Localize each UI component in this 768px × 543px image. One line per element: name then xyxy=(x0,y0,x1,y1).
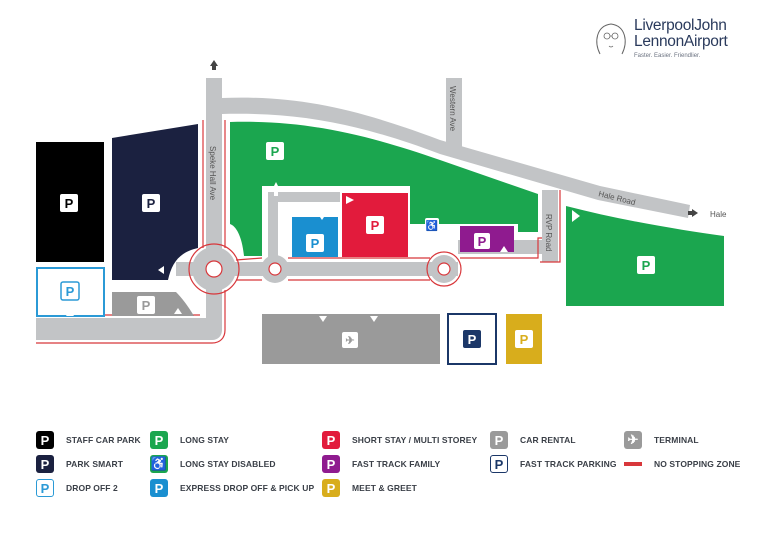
airport-logo: LiverpoolJohn LennonAirport Faster. Easi… xyxy=(592,14,762,64)
long-stay-north-p-icon xyxy=(266,142,284,160)
arrow-down-icon-terminal-2 xyxy=(370,316,378,322)
long-stay-legend-icon: P xyxy=(150,431,168,449)
hale-arrow-icon xyxy=(688,209,698,217)
airplane-icon: ✈ xyxy=(345,335,354,347)
long-stay-east-p-icon xyxy=(637,256,655,274)
parking-badges: P P P P P P P P P P P ♿ ✈ xyxy=(60,142,655,348)
logo-line-1: LiverpoolJohn xyxy=(634,17,727,34)
drop-off-p-icon xyxy=(60,281,80,301)
arrow-right-large-icon xyxy=(572,210,580,222)
legend-item-car-rental: P CAR RENTAL xyxy=(490,430,576,450)
arrow-up-icon-family xyxy=(500,246,508,252)
speke-hall-ave-label: Speke Hall Ave xyxy=(208,146,217,201)
fast-track-family-legend-icon: P xyxy=(322,455,340,473)
legend-label: SHORT STAY / MULTI STOREY xyxy=(352,435,478,445)
drop-off-2-legend-icon: P xyxy=(36,479,54,497)
legend-item-meet-greet: P MEET & GREET xyxy=(322,478,417,498)
legend-label: CAR RENTAL xyxy=(520,435,576,445)
logo-tagline: Faster. Easier. Friendlier. xyxy=(634,53,701,59)
legend-item-terminal: ✈ TERMINAL xyxy=(624,430,699,450)
hale-direction-label: Hale xyxy=(710,210,727,219)
roundabout-islands xyxy=(205,260,451,278)
legend-label: FAST TRACK PARKING xyxy=(520,459,617,469)
long-stay-disabled-legend-icon: ♿ xyxy=(150,455,168,473)
park-smart-p-icon xyxy=(142,194,160,212)
hale-road xyxy=(222,97,690,218)
fast-track-family-p-text: P xyxy=(478,234,487,249)
arrow-right-icon xyxy=(346,196,354,204)
legend-label: TERMINAL xyxy=(654,435,699,445)
park-smart-legend-icon: P xyxy=(36,455,54,473)
legend-item-fast-track-parking: P FAST TRACK PARKING xyxy=(490,454,617,474)
express-p-icon xyxy=(306,234,324,252)
legend-label: MEET & GREET xyxy=(352,483,417,493)
car-rental-p-text: P xyxy=(142,298,151,313)
long-stay-area-north[interactable] xyxy=(230,121,538,256)
drop-off-p-text: P xyxy=(66,284,75,299)
meet-greet-p-text: P xyxy=(520,332,529,347)
john-lennon-face-icon xyxy=(596,23,626,55)
fast-track-family-p-icon xyxy=(474,233,490,249)
fast-track-p-icon xyxy=(463,330,481,348)
legend-item-long-stay-disabled: ♿ LONG STAY DISABLED xyxy=(150,454,276,474)
staff-p-text: P xyxy=(65,196,74,211)
legend-label: DROP OFF 2 xyxy=(66,483,118,493)
western-ave-label: Western Ave xyxy=(448,86,457,132)
legend-label: LONG STAY DISABLED xyxy=(180,459,276,469)
legend-item-staff: P STAFF CAR PARK xyxy=(36,430,141,450)
legend-item-fast-track-family: P FAST TRACK FAMILY xyxy=(322,454,440,474)
terminal-icon-bg xyxy=(342,332,358,348)
legend-label: NO STOPPING ZONE xyxy=(654,459,741,469)
short-stay-p-text: P xyxy=(371,218,380,233)
legend-label: FAST TRACK FAMILY xyxy=(352,459,441,469)
arrow-down-icon-terminal-1 xyxy=(319,316,327,322)
legend-item-drop-off-2: P DROP OFF 2 xyxy=(36,478,118,498)
external-arrows xyxy=(210,60,698,217)
legend-label: EXPRESS DROP OFF & PICK UP xyxy=(180,483,315,493)
legend-item-express: P EXPRESS DROP OFF & PICK UP xyxy=(150,478,314,498)
arrow-up-icon-dropoff xyxy=(66,310,74,316)
western-ave-road xyxy=(446,78,462,148)
terminal-access-road xyxy=(176,262,458,276)
internal-spur-road xyxy=(268,192,278,266)
arrow-up-icon-rental xyxy=(174,308,182,314)
park-smart-p-text: P xyxy=(147,196,156,211)
internal-spur-horizontal xyxy=(268,192,340,202)
rvp-road-label: RVP Road xyxy=(544,214,553,252)
no-stopping-legend-icon xyxy=(624,462,642,466)
legend-item-no-stopping: NO STOPPING ZONE xyxy=(624,454,740,474)
express-p-text: P xyxy=(311,236,320,251)
logo-line-2: LennonAirport xyxy=(634,33,728,50)
legend-label: PARK SMART xyxy=(66,459,124,469)
disabled-icon: ♿ xyxy=(426,219,438,232)
arrow-down-icon xyxy=(318,214,326,220)
lower-loop-road xyxy=(36,300,222,340)
legend-item-park-smart: P PARK SMART xyxy=(36,454,123,474)
short-stay-p-icon xyxy=(366,216,384,234)
map-legend: P STAFF CAR PARK P PARK SMART P DROP OFF 2 P LO… xyxy=(0,430,768,510)
arrow-up-icon xyxy=(272,182,280,196)
legend-item-long-stay: P LONG STAY xyxy=(150,430,229,450)
meet-greet-legend-icon: P xyxy=(322,479,340,497)
car-rental-p-icon xyxy=(137,296,155,314)
long-stay-north-p-text: P xyxy=(271,144,280,159)
express-legend-icon: P xyxy=(150,479,168,497)
legend-label: STAFF CAR PARK xyxy=(66,435,141,445)
long-stay-east-p-text: P xyxy=(642,258,651,273)
direction-arrows xyxy=(66,182,580,322)
short-stay-legend-icon: P xyxy=(322,431,340,449)
legend-label: LONG STAY xyxy=(180,435,230,445)
staff-p-icon xyxy=(60,194,78,212)
terminal-legend-icon: ✈ xyxy=(624,431,642,449)
disabled-icon-bg xyxy=(425,218,439,232)
fast-track-parking-legend-icon: P xyxy=(490,455,508,473)
arrow-left-icon xyxy=(158,266,164,274)
legend-item-short-stay: P SHORT STAY / MULTI STOREY xyxy=(322,430,477,450)
car-rental-legend-icon: P xyxy=(490,431,508,449)
meet-greet-p-icon xyxy=(515,330,533,348)
fast-track-p-text: P xyxy=(468,332,477,347)
north-arrow-icon xyxy=(210,60,218,70)
staff-legend-icon: P xyxy=(36,431,54,449)
